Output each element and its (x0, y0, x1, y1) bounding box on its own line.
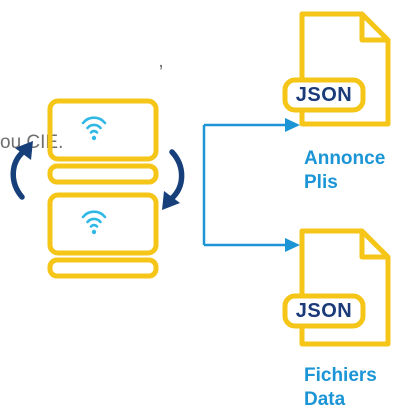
flow-arrowhead-bottom-icon (285, 238, 300, 252)
sync-arrow-right-icon (162, 149, 185, 210)
document-2-caption-line1: Fichiers (304, 365, 377, 386)
intro-text-line1: , (0, 51, 164, 72)
document-2-caption: Fichiers Data (304, 364, 377, 412)
sync-arrow-left-icon (10, 141, 33, 200)
server-top-icon (47, 98, 159, 185)
flow-arrowhead-top-icon (285, 118, 300, 132)
server-top-base (47, 163, 159, 185)
document-2-caption-line2: Data (304, 389, 346, 410)
server-top-frame (47, 98, 159, 162)
document-1-caption-line2: Plis (304, 172, 338, 193)
server-bottom-frame (47, 192, 159, 256)
document-1-caption-line1: Annonce (304, 148, 386, 169)
document-2-format-label: JSON (295, 300, 353, 322)
server-bottom-base (47, 257, 159, 279)
json-file-icon (282, 228, 391, 347)
wifi-icon (81, 210, 107, 235)
server-bottom-icon (47, 192, 159, 279)
document-1-format-label: JSON (295, 84, 353, 106)
document-1-caption: Annonce Plis (304, 147, 385, 195)
wifi-icon (81, 116, 107, 141)
flow-arrows (202, 118, 300, 252)
json-file-icon (282, 11, 391, 127)
